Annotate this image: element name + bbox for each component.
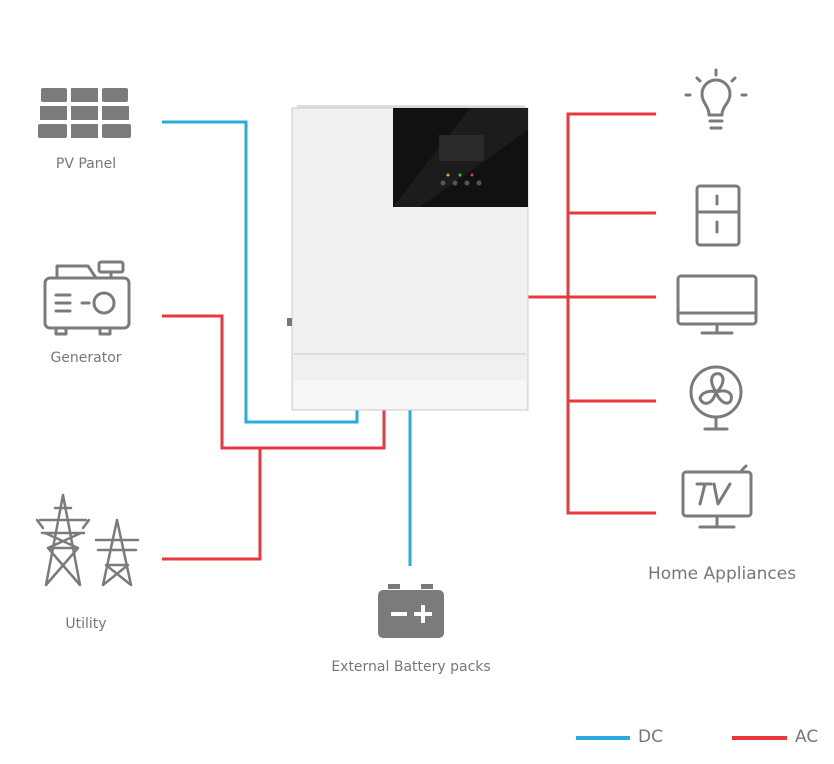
utility-label: Utility (65, 616, 107, 632)
battery-label: External Battery packs (331, 659, 491, 675)
lcd-screen (439, 135, 484, 161)
utility-tower-icon (35, 493, 140, 587)
legend-ac-label: AC (795, 727, 819, 747)
dc-wire-pv (162, 120, 359, 424)
legend-dc-label: DC (638, 727, 663, 747)
refrigerator-icon (695, 184, 741, 247)
home-appliances-label: Home Appliances (647, 564, 797, 584)
battery-icon (378, 584, 444, 638)
light-bulb-icon (684, 68, 748, 130)
generator-icon (43, 260, 131, 336)
ac-wire-utility (162, 448, 262, 561)
pv-panel-label: PV Panel (55, 156, 117, 172)
ac-wire-generator (162, 314, 386, 450)
tv-icon (681, 464, 753, 529)
generator-label: Generator (50, 350, 122, 366)
inverter (287, 105, 529, 411)
ac-wire-output (528, 112, 656, 515)
fan-icon (689, 365, 743, 431)
monitor-icon (676, 274, 758, 335)
pv-panel-icon (38, 88, 131, 138)
